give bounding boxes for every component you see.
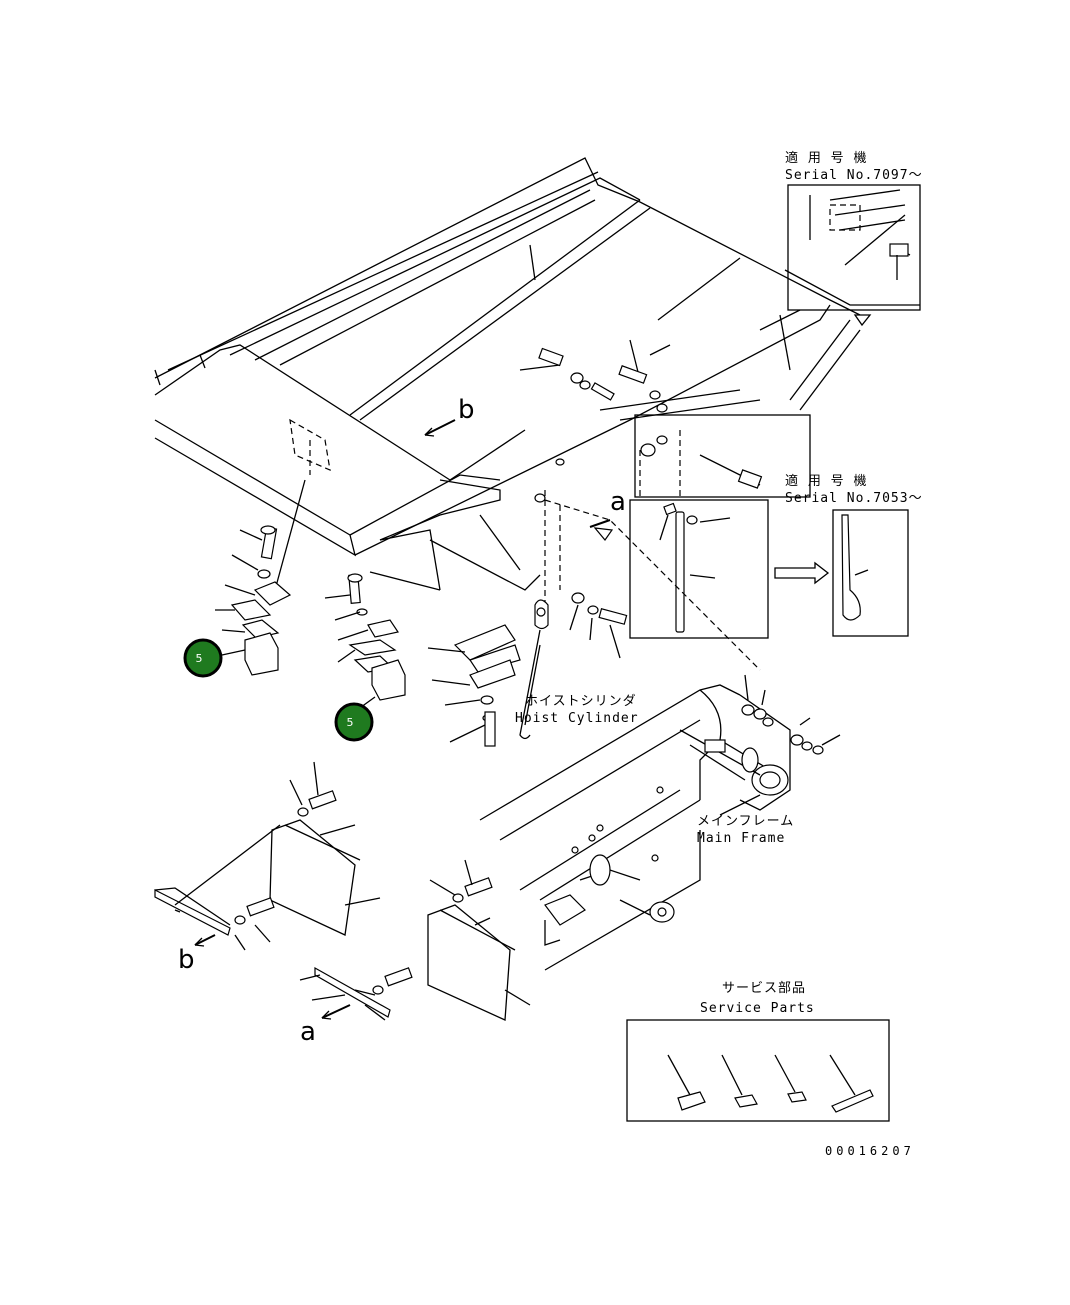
reference-arrows: b a b a [178, 395, 626, 1047]
right-pad-stack [427, 624, 521, 747]
inset-serial-7053: 適 用 号 機 Serial No.7053～ [785, 473, 923, 637]
service-parts-box: サービス部品 Service Parts [626, 981, 890, 1122]
middle-pad-stack [324, 571, 441, 716]
ref-b-top: b [458, 395, 475, 425]
ref-a-bottom: a [300, 1017, 316, 1047]
frame-pivot-hardware [741, 674, 841, 755]
left-pad-stack [215, 418, 331, 676]
inset-3-serial-label: Serial No.7053～ [785, 491, 923, 506]
callout-badge-2-number: 5 [347, 716, 354, 729]
dump-body [154, 157, 872, 591]
service-en-label: Service Parts [700, 1001, 815, 1016]
callout-badge-1-number: 5 [196, 652, 203, 665]
body-leaders [449, 257, 741, 481]
ref-b-bottom: b [178, 945, 195, 975]
frame-jp-label: メインフレーム [697, 814, 794, 829]
detail-arrow [774, 561, 830, 585]
service-jp-label: サービス部品 [722, 981, 806, 996]
inset-1-jp-label: 適 用 号 機 [785, 150, 867, 166]
callout-badge-1-circle [183, 638, 223, 678]
main-frame: メインフレーム Main Frame [479, 684, 794, 971]
drawing-number: 00016207 [825, 1144, 915, 1158]
callout-badge-2-circle [334, 702, 374, 742]
hoist-jp-label: ホイストシリンダ [525, 694, 637, 709]
inset-1-serial-label: Serial No.7097～ [785, 168, 923, 183]
callout-badge-1: 5 [183, 638, 223, 678]
right-mud-flap [299, 859, 531, 1021]
ref-a-top: a [610, 487, 626, 517]
hoist-mount-bolts [569, 592, 628, 659]
hoist-en-label: Hoist Cylinder [515, 711, 639, 726]
frame-en-label: Main Frame [697, 831, 785, 846]
inset-3-jp-label: 適 用 号 機 [785, 473, 867, 489]
left-mud-flap [154, 761, 381, 951]
hinge-hardware [538, 347, 763, 489]
inset-pin-detail [629, 414, 811, 639]
callout-badge-2: 5 [334, 702, 374, 742]
inset-serial-7097: 適 用 号 機 Serial No.7097～ [784, 150, 923, 311]
hoist-cylinder: ホイストシリンダ Hoist Cylinder [515, 490, 761, 740]
